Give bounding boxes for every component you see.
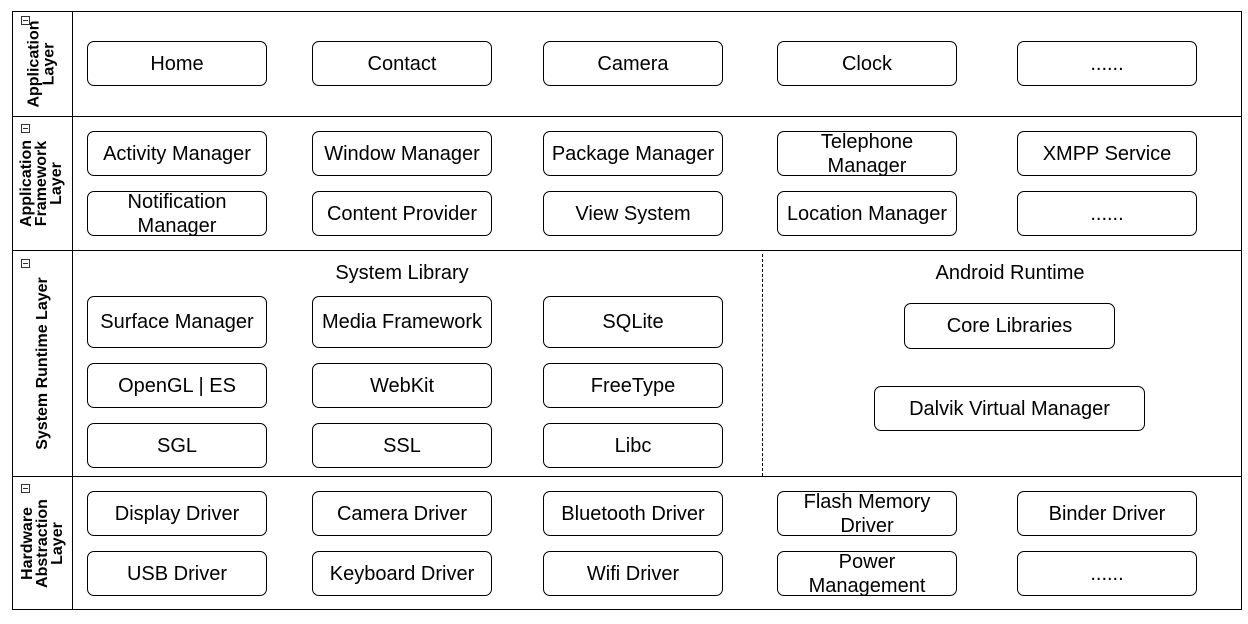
node-core-libraries[interactable]: Core Libraries — [904, 303, 1115, 349]
node-sgl[interactable]: SGL — [87, 423, 267, 468]
lane-divider — [12, 250, 1242, 251]
collapse-icon[interactable] — [21, 124, 30, 133]
node-libc[interactable]: Libc — [543, 423, 723, 468]
node-bluetooth-driver[interactable]: Bluetooth Driver — [543, 491, 723, 536]
node-webkit[interactable]: WebKit — [312, 363, 492, 408]
node-notification-manager[interactable]: Notification Manager — [87, 191, 267, 237]
node-ssl[interactable]: SSL — [312, 423, 492, 468]
node-sqlite[interactable]: SQLite — [543, 296, 723, 348]
node-contact[interactable]: Contact — [312, 41, 492, 86]
node-view-system[interactable]: View System — [543, 191, 723, 236]
node-dalvik-virtual-manager[interactable]: Dalvik Virtual Manager — [874, 386, 1145, 431]
node-flash-memory-driver[interactable]: Flash Memory Driver — [777, 491, 957, 537]
node-package-manager[interactable]: Package Manager — [543, 131, 723, 176]
node-usb-driver[interactable]: USB Driver — [87, 551, 267, 596]
library-runtime-separator — [762, 254, 763, 476]
collapse-icon[interactable] — [21, 484, 30, 493]
section-title-android-runtime: Android Runtime — [935, 262, 1085, 284]
lane-divider — [12, 476, 1242, 477]
collapse-icon[interactable] — [21, 16, 30, 25]
node-xmpp-service[interactable]: XMPP Service — [1017, 131, 1197, 176]
node-more-framework[interactable]: ...... — [1017, 191, 1197, 236]
node-camera[interactable]: Camera — [543, 41, 723, 86]
node-surface-manager[interactable]: Surface Manager — [87, 296, 267, 348]
lane-label-runtime: System Runtime Layer — [33, 276, 51, 450]
node-location-manager[interactable]: Location Manager — [777, 191, 957, 236]
lane-divider — [12, 116, 1242, 117]
node-more-apps[interactable]: ...... — [1017, 41, 1197, 86]
node-keyboard-driver[interactable]: Keyboard Driver — [312, 551, 492, 596]
node-media-framework[interactable]: Media Framework — [312, 296, 492, 348]
node-binder-driver[interactable]: Binder Driver — [1017, 491, 1197, 536]
node-telephone-manager[interactable]: Telephone Manager — [777, 131, 957, 177]
node-power-management[interactable]: Power Management — [777, 551, 957, 597]
diagram-frame — [12, 11, 1242, 610]
node-wifi-driver[interactable]: Wifi Driver — [543, 551, 723, 596]
node-activity-manager[interactable]: Activity Manager — [87, 131, 267, 176]
collapse-icon[interactable] — [21, 259, 30, 268]
node-display-driver[interactable]: Display Driver — [87, 491, 267, 536]
node-window-manager[interactable]: Window Manager — [312, 131, 492, 176]
lane-label-divider — [72, 11, 73, 610]
node-opengl-es[interactable]: OpenGL | ES — [87, 363, 267, 408]
node-clock[interactable]: Clock — [777, 41, 957, 86]
node-freetype[interactable]: FreeType — [543, 363, 723, 408]
node-camera-driver[interactable]: Camera Driver — [312, 491, 492, 536]
node-content-provider[interactable]: Content Provider — [312, 191, 492, 236]
section-title-system-library: System Library — [335, 262, 469, 284]
node-more-drivers[interactable]: ...... — [1017, 551, 1197, 596]
node-home[interactable]: Home — [87, 41, 267, 86]
